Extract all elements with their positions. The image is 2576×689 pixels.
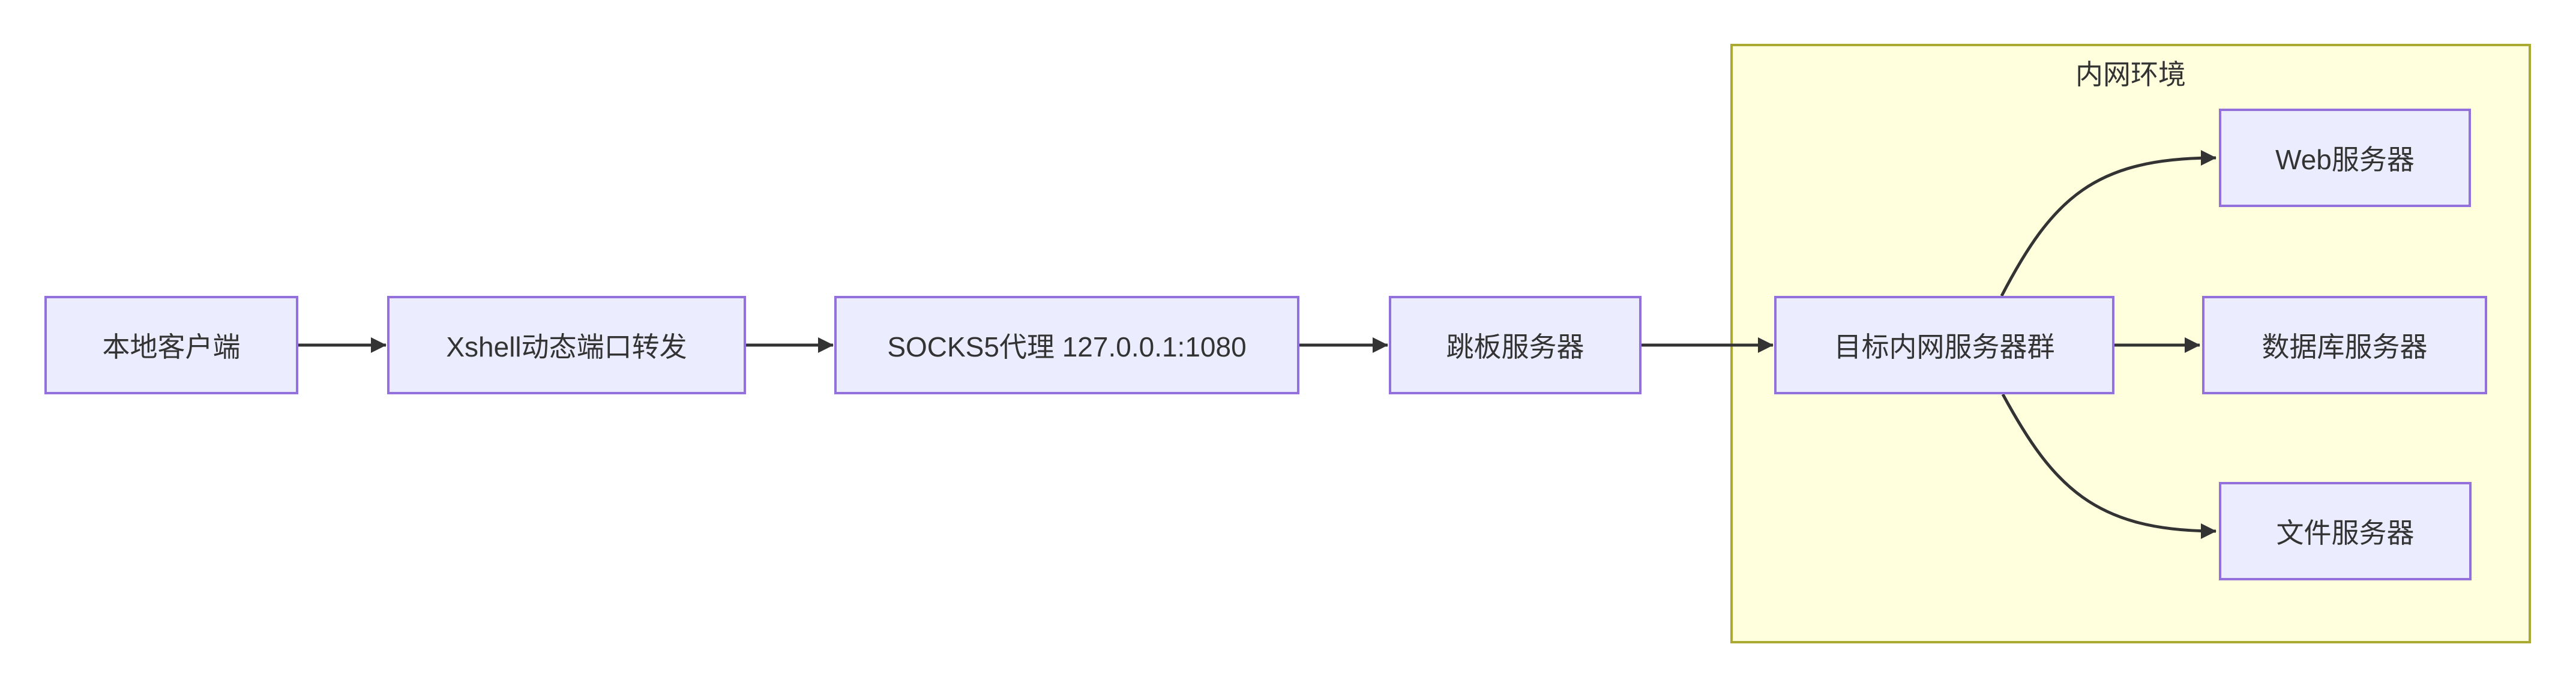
node-web-server: Web服务器 bbox=[2219, 109, 2471, 207]
node-label: SOCKS5代理 127.0.0.1:1080 bbox=[887, 331, 1247, 363]
node-label: 目标内网服务器群 bbox=[1834, 331, 2055, 363]
node-label: Xshell动态端口转发 bbox=[446, 331, 687, 363]
node-target-intranet-server-group: 目标内网服务器群 bbox=[1774, 296, 2114, 394]
node-database-server: 数据库服务器 bbox=[2202, 296, 2487, 394]
node-xshell-dynamic-port-forwarding: Xshell动态端口转发 bbox=[387, 296, 746, 394]
edge-target-to-file bbox=[2001, 393, 2216, 539]
node-label: 数据库服务器 bbox=[2262, 331, 2428, 363]
node-file-server: 文件服务器 bbox=[2219, 482, 2472, 580]
edge-target-to-web bbox=[2000, 150, 2216, 297]
node-socks5-proxy: SOCKS5代理 127.0.0.1:1080 bbox=[834, 296, 1299, 394]
node-label: 跳板服务器 bbox=[1446, 331, 1584, 363]
cluster-title: 内网环境 bbox=[2075, 59, 2186, 90]
node-label: Web服务器 bbox=[2275, 144, 2415, 175]
node-jump-server: 跳板服务器 bbox=[1389, 296, 1642, 394]
node-label: 本地客户端 bbox=[102, 331, 241, 363]
node-local-client: 本地客户端 bbox=[44, 296, 298, 394]
node-label: 文件服务器 bbox=[2276, 517, 2415, 549]
